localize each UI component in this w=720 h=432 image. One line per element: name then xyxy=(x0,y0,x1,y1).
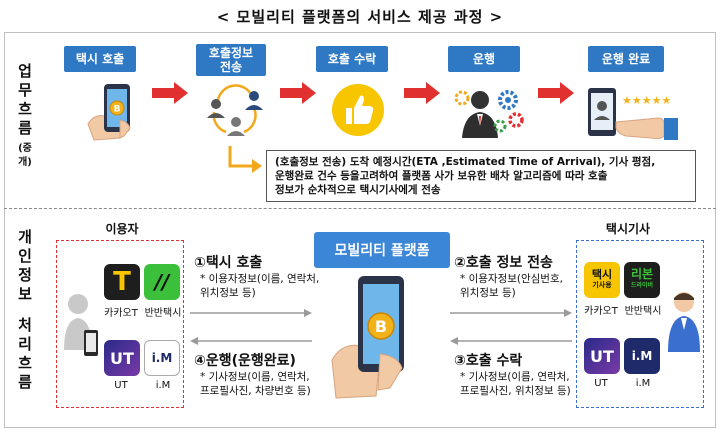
user-title: 이용자 xyxy=(105,222,139,236)
step-drive: 운행 xyxy=(448,46,520,72)
driver-title: 택시기사 xyxy=(605,222,651,236)
page-title: < 모빌리티 플랫폼의 서비스 제공 과정 > xyxy=(216,8,504,26)
flow-arrow-4 xyxy=(538,82,574,104)
driver-gears-icon xyxy=(454,90,524,138)
kakao-t-driver-label: 카카오T xyxy=(584,306,618,317)
section1-sublabel: (중 개) xyxy=(18,143,32,168)
flow-1-title: ①택시 호출 xyxy=(194,255,263,271)
mobility-platform: 모빌리티 플랫폼 xyxy=(314,232,450,268)
flow-arrow-3 xyxy=(404,82,440,104)
call-info-note: (호출정보 전송) 도착 예정시간(ETA ,Estimated Time of… xyxy=(266,150,696,202)
kakao-t-driver-app-icon: 택시 기사용 xyxy=(584,262,620,298)
diagram-frame xyxy=(4,32,716,428)
ut-label: UT xyxy=(114,380,128,391)
thumbs-up-icon xyxy=(332,84,384,136)
kakao-t-label: 카카오T xyxy=(104,308,138,319)
svg-text:B: B xyxy=(114,105,121,115)
step-taxi-call: 택시 호출 xyxy=(64,46,136,72)
step-call-info-transfer: 호출정보 전송 xyxy=(196,44,266,76)
flow-2-desc: * 이용자정보(안심번호, 위치정보 등) xyxy=(460,273,563,299)
flow-arrow-2 xyxy=(280,82,316,104)
flow-arrow-1 xyxy=(152,82,188,104)
driver-person-icon xyxy=(668,292,700,352)
flow-3-arrow xyxy=(450,337,572,345)
flow-4-title: ④운행(운행완료) xyxy=(194,353,296,369)
im-app-icon: i.M xyxy=(144,340,180,376)
flow-4-desc: * 기사정보(이름, 연락처, 프로필사진, 차량번호 등) xyxy=(200,371,311,397)
im-driver-label: i.M xyxy=(635,378,651,389)
section1-label: 업 무 흐 름 xyxy=(18,62,32,137)
elbow-arrow xyxy=(228,146,262,173)
flow-2-title: ②호출 정보 전송 xyxy=(454,255,553,271)
im-driver-app-icon: i.M xyxy=(624,338,660,374)
kakao-t-app-icon: T xyxy=(104,264,140,300)
user-app-box xyxy=(56,240,184,408)
svg-text:★★★★★: ★★★★★ xyxy=(622,94,671,107)
im-label: i.M xyxy=(155,380,171,391)
driver-app-box xyxy=(576,240,704,408)
banban-taxi-app-icon: // xyxy=(144,264,180,300)
reborn-driver-app-icon: 리본 드라이버 xyxy=(624,262,660,298)
banban-taxi-label: 반반택시 xyxy=(144,308,182,319)
flow-1-desc: * 이용자정보(이름, 연락처, 위치정보 등) xyxy=(200,273,320,299)
banban-driver-label: 반반택시 xyxy=(624,306,662,317)
flow-3-title: ③호출 수락 xyxy=(454,353,523,369)
section2-label: 개 인 정 보 처 리 흐 름 xyxy=(18,228,32,391)
rating-phone-icon: ★★★★★ xyxy=(588,88,678,140)
flow-4-arrow xyxy=(190,337,312,345)
people-network-icon xyxy=(207,84,263,136)
user-person-icon xyxy=(64,294,98,356)
ut-driver-label: UT xyxy=(594,378,608,389)
section-divider xyxy=(4,208,716,209)
flow-1-arrow xyxy=(190,309,312,317)
ut-driver-app-icon: UT xyxy=(584,338,620,374)
ut-app-icon: UT xyxy=(104,340,140,376)
step-call-accept: 호출 수락 xyxy=(316,46,388,72)
phone-hand-icon: B xyxy=(87,84,131,141)
svg-text:B: B xyxy=(375,317,387,336)
flow-3-desc: * 기사정보(이름, 연락처, 프로필사진, 위치정보 등) xyxy=(460,371,571,397)
flow-2-arrow xyxy=(450,309,572,317)
step-drive-complete: 운행 완료 xyxy=(588,46,664,72)
platform-phone-icon: B xyxy=(331,276,404,399)
